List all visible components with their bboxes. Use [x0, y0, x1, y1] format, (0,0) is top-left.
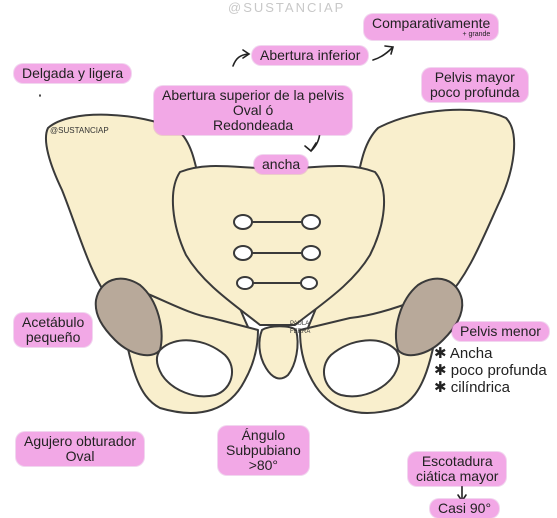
label-abertura-superior: Abertura superior de la pelvis Oval ó Re…: [154, 86, 352, 135]
sacral-foramen: [302, 246, 320, 260]
label-delgada-ligera: Delgada y ligera: [14, 64, 131, 83]
pelvis-menor-item: ✱ poco profunda: [434, 363, 547, 379]
signature: @SUSTANCIAP: [50, 127, 109, 135]
arrow-to-comparativamente: [373, 48, 392, 60]
label-acetabulo: Acetábulo pequeño: [14, 313, 92, 347]
header-watermark: @SUSTANCIAP: [228, 0, 345, 15]
sacral-foramen: [301, 277, 317, 289]
sacral-foramen: [234, 215, 252, 229]
artist-mark: PAULA FERRA: [290, 320, 314, 336]
label-agujero-obturador: Agujero obturador Oval: [16, 432, 144, 466]
label-pelvis-mayor: Pelvis mayor poco profunda: [422, 68, 528, 102]
sacral-foramen: [234, 246, 252, 260]
label-pelvis-menor: Pelvis menor: [452, 322, 549, 341]
pelvis-menor-item: ✱ Ancha: [434, 346, 492, 362]
label-ancha: ancha: [254, 155, 308, 174]
label-comparativamente: Comparativamente + grande: [364, 14, 498, 40]
pelvis-menor-item: ✱ cilíndrica: [434, 380, 510, 396]
label-abertura-inferior: Abertura inferior: [252, 46, 368, 65]
sacral-foramen: [302, 215, 320, 229]
label-escotadura: Escotadura ciática mayor: [408, 452, 506, 486]
sacral-foramen: [237, 277, 253, 289]
label-angulo-subpubiano: Ángulo Subpubiano >80°: [218, 426, 309, 475]
label-casi-90: Casi 90°: [430, 499, 499, 518]
